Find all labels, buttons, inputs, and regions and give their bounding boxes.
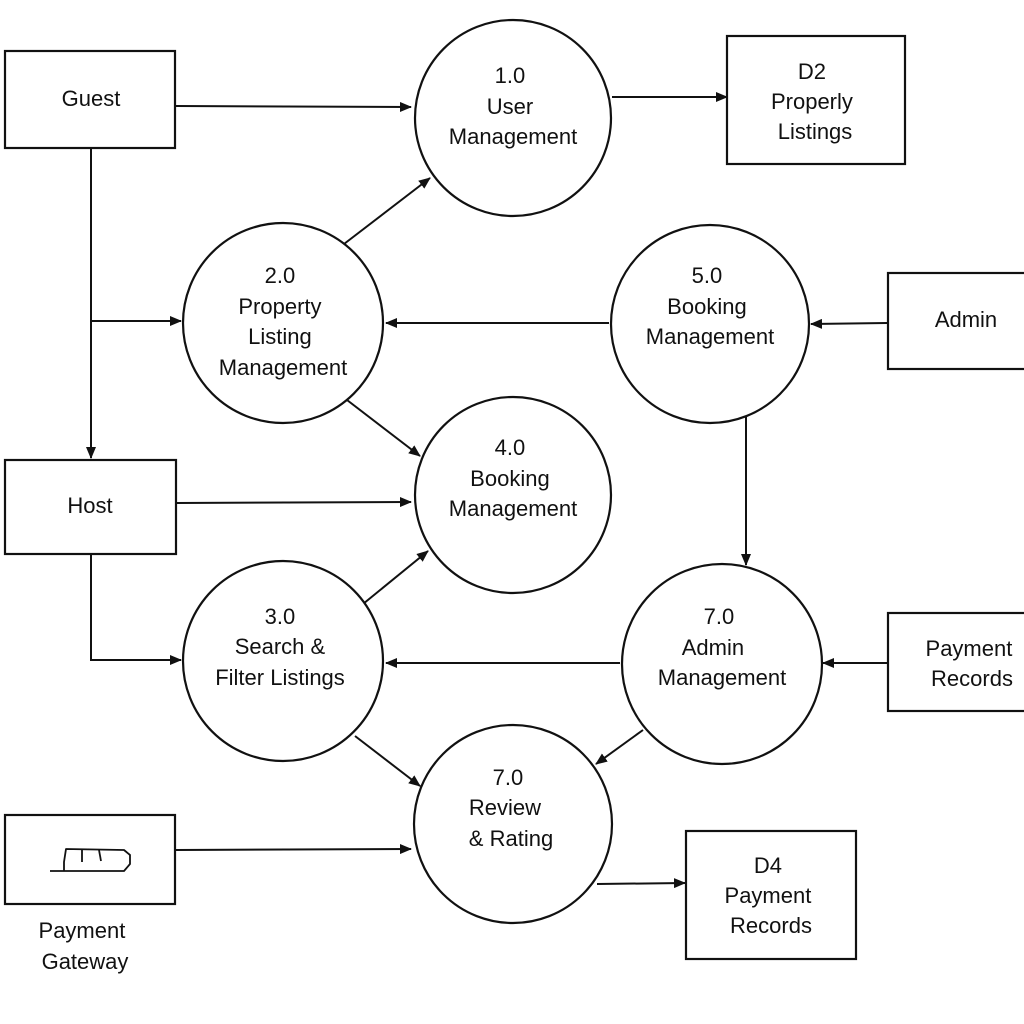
flow-guest-to-user-management: [175, 101, 412, 112]
process-admin-management-label: 7.0 Admin Management: [658, 604, 786, 690]
process-property-listing-management: 2.0 Property Listing Management: [181, 221, 385, 425]
entity-payment-gateway-line-1: Payment: [39, 918, 126, 943]
process-review-rating-line-3: & Rating: [469, 826, 553, 851]
process-user-management: 1.0 User Management: [413, 18, 613, 218]
process-search-filter-listings-label: 3.0 Search & Filter Listings: [215, 604, 345, 690]
entity-host-line: Host: [67, 493, 112, 518]
process-search-filter-listings: 3.0 Search & Filter Listings: [181, 559, 385, 763]
store-d2: D2 Properly Listings: [725, 34, 907, 166]
process-booking-management-4-line-2: Booking: [470, 466, 550, 491]
entity-guest: Guest: [3, 49, 177, 150]
flow-admin-mgmt-to-review-rating: [595, 729, 644, 765]
process-admin-management: 7.0 Admin Management: [620, 562, 824, 766]
flow-payment-gateway-to-review-rating: [175, 844, 412, 855]
store-d4-line-3: Records: [730, 913, 812, 938]
store-d2-label: D2 Properly Listings: [771, 59, 859, 144]
entity-guest-label: Guest: [62, 86, 121, 111]
process-admin-management-line-2: Admin: [682, 635, 744, 660]
entity-admin-line: Admin: [935, 307, 997, 332]
entity-payment-records-label: Payment Records: [926, 636, 1019, 691]
entity-admin: Admin: [886, 271, 1024, 371]
process-review-rating: 7.0 Review & Rating: [412, 723, 614, 925]
process-booking-management-5: 5.0 Booking Management: [609, 223, 811, 425]
entity-admin-label: Admin: [935, 307, 997, 332]
process-review-rating-line-2: Review: [469, 795, 541, 820]
process-review-rating-line-1: 7.0: [493, 765, 524, 790]
entity-payment-records-line-2: Records: [931, 666, 1013, 691]
flows: [86, 92, 888, 889]
process-booking-management-5-label: 5.0 Booking Management: [646, 263, 774, 349]
process-booking-management-4: 4.0 Booking Management: [413, 395, 613, 595]
process-booking-management-4-label: 4.0 Booking Management: [449, 435, 577, 521]
process-user-management-line-1: 1.0: [495, 63, 526, 88]
process-property-listing-management-line-3: Listing: [248, 324, 312, 349]
process-search-filter-listings-line-2: Search &: [235, 634, 326, 659]
store-d2-line-3: Listings: [778, 119, 853, 144]
entity-host-label: Host: [67, 493, 112, 518]
process-admin-management-line-3: Management: [658, 665, 786, 690]
process-property-listing-management-line-4: Management: [219, 355, 347, 380]
card-icon: [50, 848, 131, 872]
process-property-listing-management-line-2: Property: [238, 294, 321, 319]
flow-property-listing-to-user-management: [343, 177, 431, 245]
process-admin-management-line-1: 7.0: [704, 604, 735, 629]
process-property-listing-management-line-1: 2.0: [265, 263, 296, 288]
process-booking-management-5-line-2: Booking: [667, 294, 747, 319]
store-d4-line-1: D4: [754, 853, 782, 878]
entity-payment-records-line-1: Payment: [926, 636, 1013, 661]
flow-admin-to-booking-mgmt-5: [810, 318, 888, 329]
process-review-rating-label: 7.0 Review & Rating: [469, 765, 553, 851]
flow-review-rating-to-d4: [596, 878, 686, 889]
entity-guest-line: Guest: [62, 86, 121, 111]
flow-search-filter-to-booking-mgmt-4: [362, 550, 429, 605]
process-user-management-line-3: Management: [449, 124, 577, 149]
process-booking-management-4-line-1: 4.0: [495, 435, 526, 460]
entity-payment-records: Payment Records: [886, 611, 1024, 713]
process-booking-management-5-line-3: Management: [646, 324, 774, 349]
flow-host-to-search-filter: [90, 555, 182, 665]
store-d4-line-2: Payment: [725, 883, 812, 908]
flow-host-to-booking-mgmt-4: [175, 497, 412, 508]
entity-payment-gateway-label: Payment Gateway: [39, 918, 132, 974]
store-d2-line-2: Properly: [771, 89, 853, 114]
process-search-filter-listings-line-3: Filter Listings: [215, 665, 345, 690]
store-d4: D4 Payment Records: [684, 829, 858, 961]
flow-search-filter-to-review-rating: [354, 735, 421, 787]
entity-payment-gateway: Payment Gateway: [3, 813, 177, 974]
store-d4-label: D4 Payment Records: [725, 853, 818, 938]
entity-host: Host: [3, 458, 178, 556]
entity-payment-gateway-line-2: Gateway: [42, 949, 129, 974]
flow-property-listing-to-booking-mgmt-4: [346, 399, 421, 457]
process-search-filter-listings-line-1: 3.0: [265, 604, 296, 629]
process-user-management-label: 1.0 User Management: [449, 63, 577, 149]
store-d2-line-1: D2: [798, 59, 826, 84]
process-booking-management-5-line-1: 5.0: [692, 263, 723, 288]
process-property-listing-management-label: 2.0 Property Listing Management: [219, 263, 347, 380]
process-booking-management-4-line-3: Management: [449, 496, 577, 521]
process-user-management-line-2: User: [487, 94, 533, 119]
